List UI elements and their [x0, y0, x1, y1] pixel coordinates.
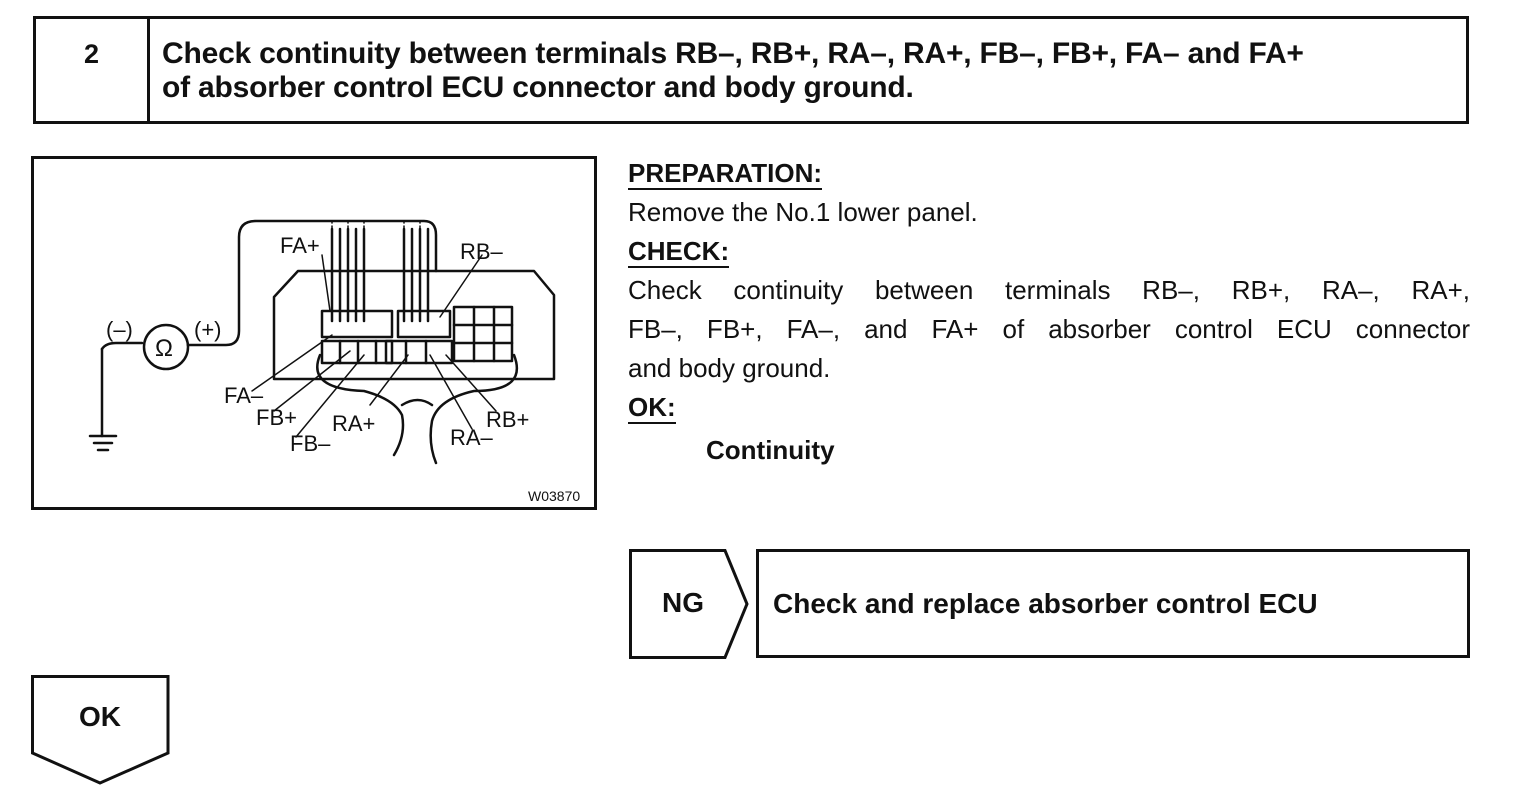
leader-lines: [251, 254, 497, 438]
preparation-heading: PREPARATION:: [628, 158, 823, 190]
step-title-line-2: of absorber control ECU connector and bo…: [162, 71, 914, 104]
fa-minus-label: FA–: [224, 383, 264, 408]
fb-plus-label: FB+: [256, 405, 297, 430]
check-text-line-2: FB–, FB+, FA–, and FA+ of absorber contr…: [628, 314, 1470, 344]
instructions: PREPARATION: Remove the No.1 lower panel…: [628, 154, 1470, 470]
ground-icon: [88, 347, 118, 452]
wiring-diagram-figure: (–) (+) Ω FA+ RB– FA– FB+ FB– RA+ RA– RB…: [31, 156, 597, 510]
probe-wires: [330, 227, 430, 323]
fa-plus-label: FA+: [280, 233, 320, 258]
step-title-line-1: Check continuity between terminals RB–, …: [162, 37, 1304, 70]
fb-minus-label: FB–: [290, 431, 331, 456]
ok-result: Continuity: [706, 435, 835, 465]
step-header: 2 Check continuity between terminals RB–…: [33, 16, 1469, 124]
negative-lead: [100, 341, 144, 351]
positive-lead: [186, 219, 438, 347]
rb-minus-label: RB–: [460, 239, 504, 264]
ng-arrow-shape: [629, 549, 749, 659]
ng-label: NG: [662, 587, 704, 618]
step-number: 2: [36, 19, 150, 121]
check-text-line-3: and body ground.: [628, 353, 831, 383]
check-text-line-1: Check continuity between terminals RB–, …: [628, 275, 1470, 305]
wiring-diagram: (–) (+) Ω FA+ RB– FA– FB+ FB– RA+ RA– RB…: [88, 219, 580, 504]
connector-bottom-mid: [384, 339, 454, 365]
ohm-symbol: Ω: [155, 335, 173, 362]
figure-code: W03870: [528, 488, 580, 504]
ng-action: Check and replace absorber control ECU: [756, 549, 1470, 658]
connector-top-mid: [396, 309, 452, 339]
harness-right: [429, 353, 519, 465]
plus-label: (+): [194, 317, 222, 342]
ra-minus-label: RA–: [450, 425, 494, 450]
ra-plus-label: RA+: [332, 411, 375, 436]
minus-label: (–): [106, 317, 133, 342]
ok-label: OK: [79, 701, 121, 732]
ok-heading: OK:: [628, 392, 676, 424]
ok-arrow-shape: [31, 675, 170, 785]
connector-right: [452, 305, 514, 363]
preparation-text: Remove the No.1 lower panel.: [628, 197, 978, 227]
rb-plus-label: RB+: [486, 407, 529, 432]
harness-left: [316, 353, 405, 457]
step-title: Check continuity between terminals RB–, …: [162, 37, 1452, 105]
ohmmeter-icon: [142, 323, 190, 371]
check-heading: CHECK:: [628, 236, 730, 268]
ecu-body: [272, 269, 556, 381]
